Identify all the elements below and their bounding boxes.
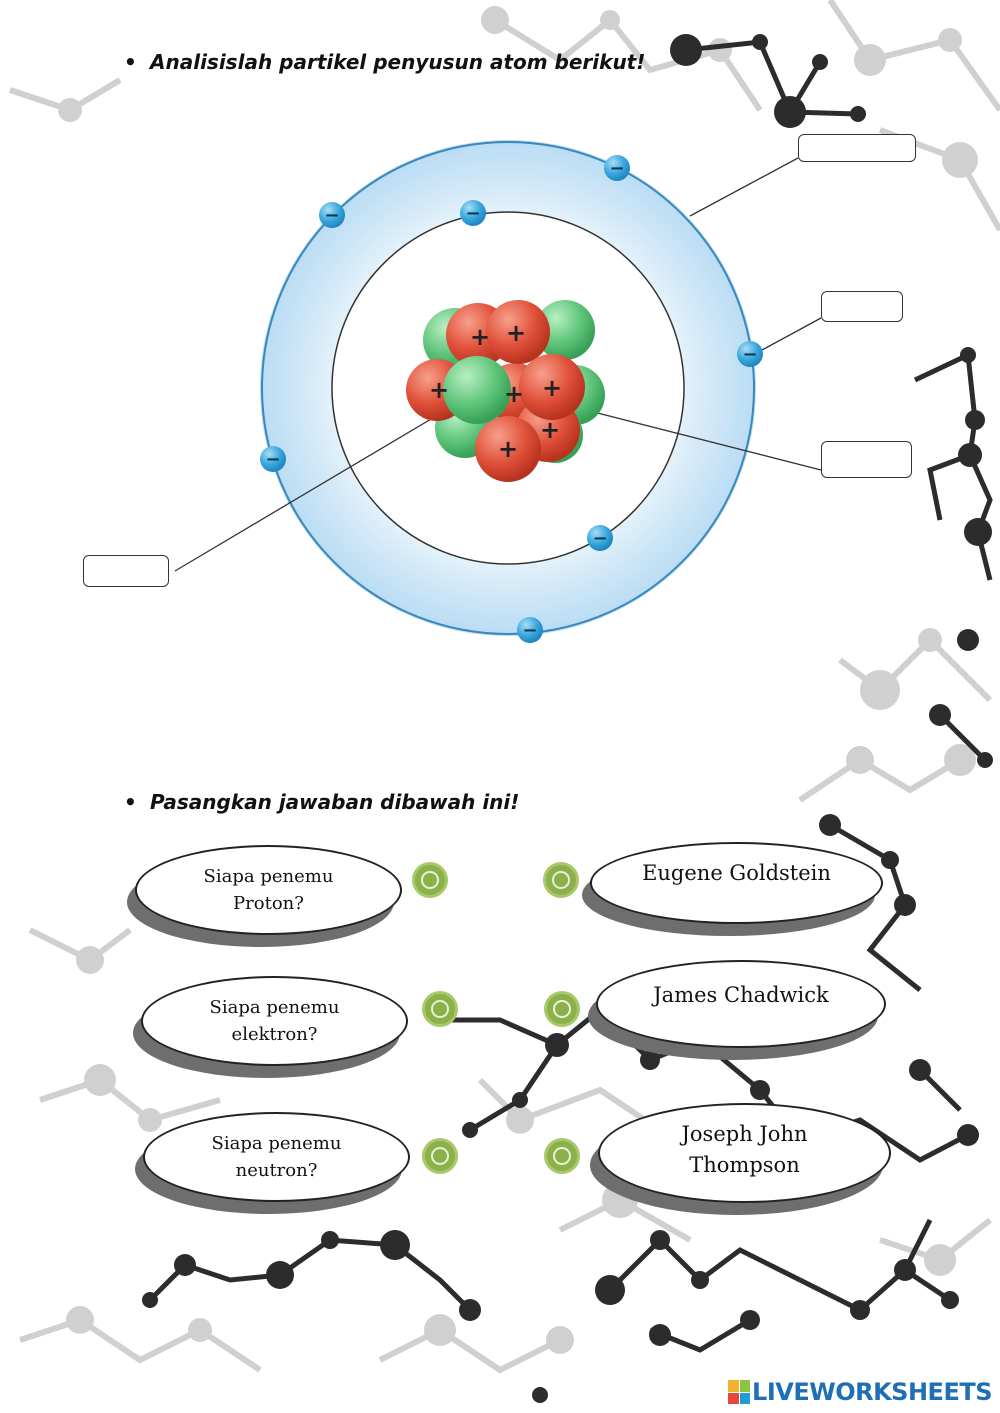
answer-face: James Chadwick (596, 960, 886, 1048)
match-dot-question-1[interactable] (412, 862, 448, 898)
electron-sign: − (324, 205, 339, 226)
question-line-2: elektron? (231, 1024, 318, 1045)
match-dot-question-3[interactable] (422, 1138, 458, 1174)
answer-line-1: Eugene Goldstein (642, 861, 831, 885)
question-oval-proton: Siapa penemu Proton? (127, 845, 402, 947)
match-dot-answer-2[interactable] (544, 991, 580, 1027)
proton-sign: + (470, 323, 490, 351)
question-oval-electron: Siapa penemu elektron? (133, 976, 408, 1078)
match-dot-answer-1[interactable] (543, 862, 579, 898)
neutron (535, 300, 595, 360)
brand-footer: LIVEWORKSHEETS (728, 1377, 992, 1407)
question-line-1: Siapa penemu (209, 997, 340, 1018)
electron (260, 446, 286, 472)
leader-line-proton (577, 407, 822, 471)
electron (737, 341, 763, 367)
question-face: Siapa penemu neutron? (143, 1112, 410, 1202)
electron (587, 525, 613, 551)
proton-sign: + (504, 380, 524, 408)
answer-box-proton[interactable] (821, 441, 912, 478)
leader-line-outer (689, 157, 799, 217)
proton (519, 354, 585, 420)
instruction-heading-1: • Analisislah partikel penyusun atom beri… (124, 50, 645, 74)
nucleus: + + + + + + + (406, 300, 605, 482)
proton-sign: + (429, 376, 449, 404)
answer-line-1: Joseph John (681, 1122, 808, 1146)
instruction-text-2: Pasangkan jawaban dibawah ini! (150, 790, 520, 814)
answer-face: Joseph John Thompson (598, 1103, 891, 1203)
electron-sign: − (742, 344, 757, 365)
electron-sign: − (609, 158, 624, 179)
answer-oval-goldstein: Eugene Goldstein (582, 842, 883, 936)
question-line-2: neutron? (235, 1160, 318, 1181)
bullet: • (124, 50, 137, 74)
answer-oval-thompson: Joseph John Thompson (590, 1103, 891, 1215)
match-dot-question-2[interactable] (422, 991, 458, 1027)
proton-sign: + (498, 435, 518, 463)
answer-oval-chadwick: James Chadwick (588, 960, 886, 1060)
answer-line-1: James Chadwick (653, 983, 829, 1007)
answer-box-outer-shell[interactable] (798, 134, 916, 162)
electron (517, 617, 543, 643)
leader-line-electron (761, 317, 822, 351)
proton (475, 416, 541, 482)
electrons: − − − − − − − (260, 155, 763, 643)
inner-orbit (331, 211, 685, 565)
proton-sign: + (542, 374, 562, 402)
electron-sign: − (592, 528, 607, 549)
electron (604, 155, 630, 181)
proton-sign: + (506, 319, 526, 347)
leader-line-neutron (174, 402, 459, 572)
neutron (443, 356, 511, 424)
question-face: Siapa penemu Proton? (135, 845, 402, 935)
bullet: • (124, 790, 137, 814)
question-oval-neutron: Siapa penemu neutron? (135, 1112, 410, 1214)
instruction-text-1: Analisislah partikel penyusun atom berik… (150, 50, 646, 74)
answer-line-2: Thompson (689, 1153, 800, 1177)
answer-box-neutron[interactable] (83, 555, 169, 587)
question-line-2: Proton? (233, 893, 304, 914)
electron-sign: − (522, 620, 537, 641)
electron-sign: − (265, 449, 280, 470)
answer-face: Eugene Goldstein (590, 842, 883, 924)
instruction-heading-2: • Pasangkan jawaban dibawah ini! (124, 790, 519, 814)
proton-sign: + (540, 416, 560, 444)
brand-name: LIVEWORKSHEETS (752, 1378, 992, 1406)
electron-sign: − (465, 203, 480, 224)
question-face: Siapa penemu elektron? (141, 976, 408, 1066)
electron (460, 200, 486, 226)
question-line-1: Siapa penemu (203, 866, 334, 887)
electron (319, 202, 345, 228)
liveworksheets-logo-icon (728, 1380, 751, 1404)
proton (486, 300, 550, 364)
answer-box-electron[interactable] (821, 291, 903, 322)
question-line-1: Siapa penemu (211, 1133, 342, 1154)
match-dot-answer-3[interactable] (544, 1138, 580, 1174)
outer-orbit (261, 141, 755, 635)
